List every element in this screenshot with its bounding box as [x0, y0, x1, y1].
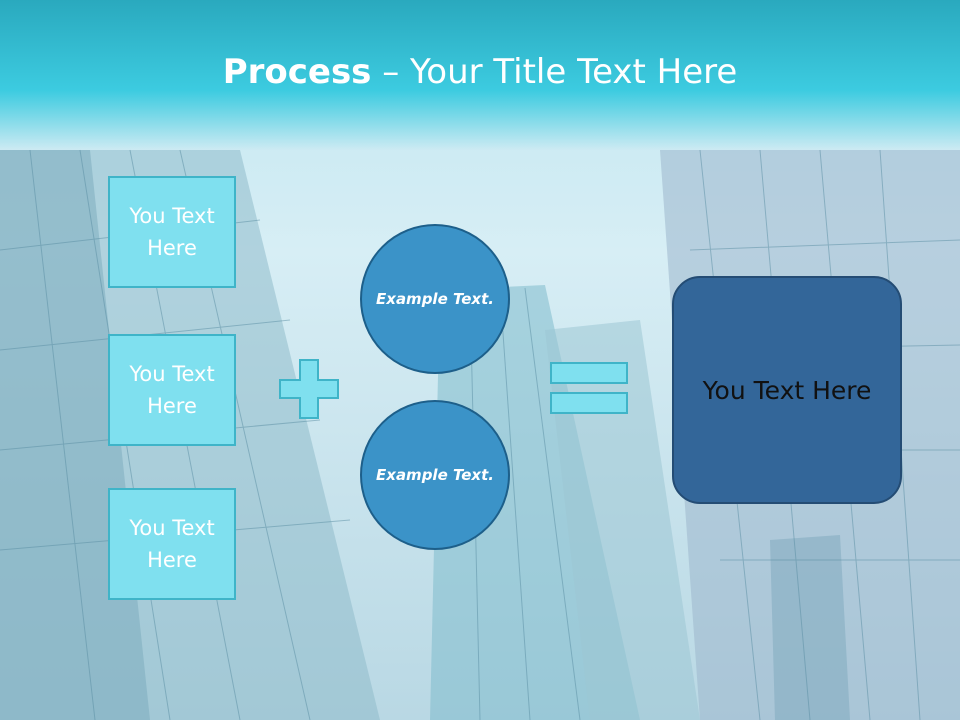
example-circle-2: Example Text. [360, 400, 510, 550]
example-circle-1: Example Text. [360, 224, 510, 374]
input-box-3: You Text Here [108, 488, 236, 600]
title-rest-text: – Your Title Text Here [371, 52, 738, 92]
slide-title: Process – Your Title Text Here [0, 52, 960, 92]
plus-icon [279, 359, 339, 419]
title-band [0, 0, 960, 150]
equals-icon [550, 362, 628, 414]
result-box: You Text Here [672, 276, 902, 504]
input-box-2: You Text Here [108, 334, 236, 446]
input-box-1: You Text Here [108, 176, 236, 288]
title-bold-text: Process [222, 52, 372, 92]
